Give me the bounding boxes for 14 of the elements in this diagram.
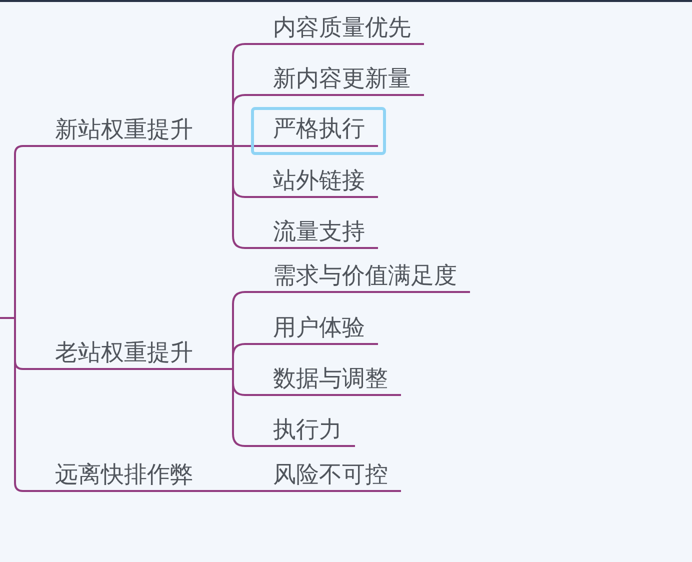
subtopic: 用户体验 [245,311,378,345]
subtopic: 流量支持 [245,215,378,249]
selected-subtopic: 严格执行 [251,107,386,155]
connector-line [205,490,245,492]
subtopic: 执行力 [245,413,355,447]
subtopic: 风险不可控 [245,458,401,492]
subtopic: 数据与调整 [245,362,401,396]
main-topic: 远离快排作弊 [23,458,205,492]
main-topic: 老站权重提升 [23,336,208,370]
subtopic: 站外链接 [245,164,378,198]
main-topic: 新站权重提升 [23,113,208,147]
subtopic: 需求与价值满足度 [245,259,470,293]
subtopic: 新内容更新量 [245,62,424,96]
subtopic: 内容质量优先 [245,11,424,45]
